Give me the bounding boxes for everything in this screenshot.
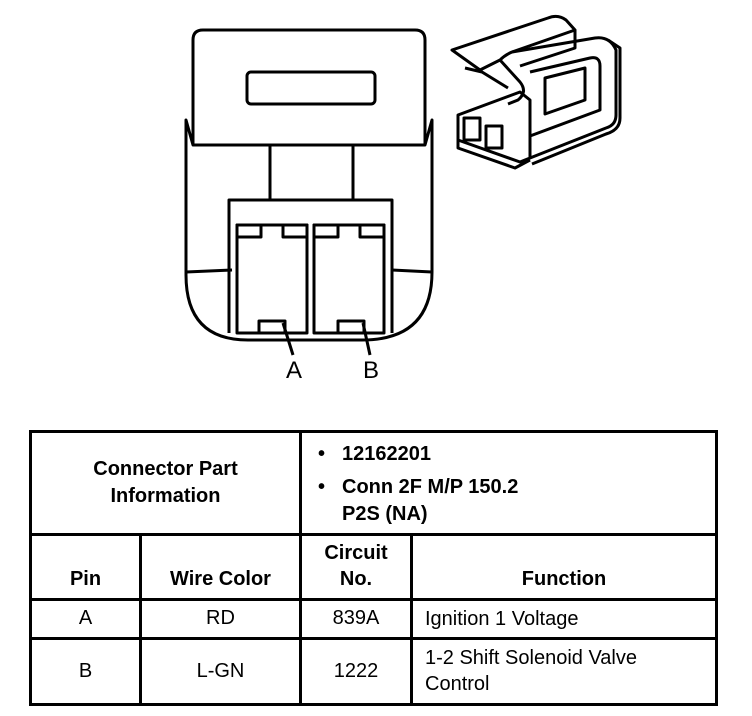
connector-diagram: A B xyxy=(184,14,622,384)
row-a-circuit: 839A xyxy=(299,597,413,640)
connector-info-table: Connector Part Information •12162201 •Co… xyxy=(29,429,719,707)
table-row: A RD 839A Ignition 1 Voltage xyxy=(29,597,719,640)
connector-description: •Conn 2F M/P 150.2 P2S (NA) xyxy=(318,476,519,525)
part-info-label: Connector Part Information xyxy=(93,458,238,508)
row-b-pin: B xyxy=(29,636,142,707)
part-info-label-cell: Connector Part Information xyxy=(29,429,302,537)
row-a-wire-color: RD xyxy=(139,597,302,640)
col-header-wire-color: Wire Color xyxy=(139,533,302,601)
row-b-function: 1-2 Shift Solenoid Valve Control xyxy=(409,636,719,707)
col-header-pin: Pin xyxy=(29,533,142,601)
pin-label-a: A xyxy=(286,357,302,384)
latch-window xyxy=(245,70,377,106)
pin-label-b: B xyxy=(363,357,379,384)
part-info-values-cell: •12162201 •Conn 2F M/P 150.2 P2S (NA) xyxy=(298,429,719,537)
connector-isometric-view xyxy=(450,14,622,170)
table-row: B L-GN 1222 1-2 Shift Solenoid Valve Con… xyxy=(29,636,719,707)
row-a-function: Ignition 1 Voltage xyxy=(409,597,719,640)
part-info-list: •12162201 •Conn 2F M/P 150.2 P2S (NA) xyxy=(302,433,715,528)
part-number: •12162201 xyxy=(318,443,431,465)
connector-face-outline xyxy=(184,28,434,342)
cavity-b xyxy=(312,223,386,335)
row-b-circuit: 1222 xyxy=(299,636,413,707)
col-header-circuit-no: Circuit No. xyxy=(299,533,413,601)
cavity-a xyxy=(235,223,309,335)
col-header-function: Function xyxy=(409,533,719,601)
row-a-pin: A xyxy=(29,597,142,640)
row-b-wire-color: L-GN xyxy=(139,636,302,707)
